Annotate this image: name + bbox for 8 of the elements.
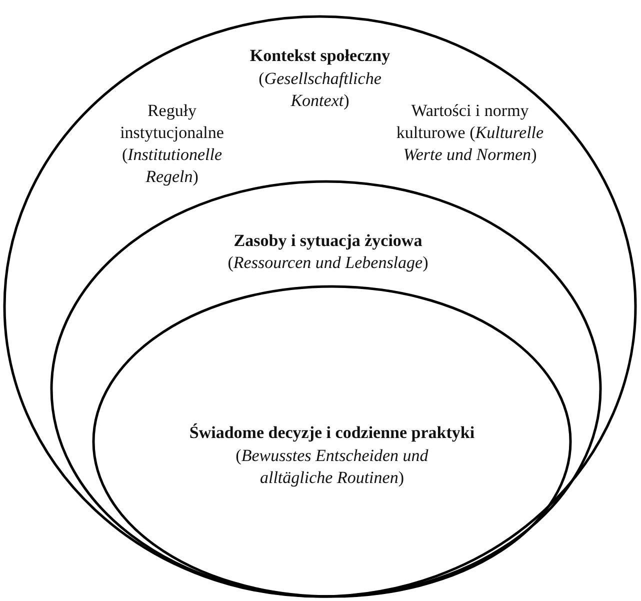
subtitle: (Ressourcen und Lebenslage) (226, 252, 430, 274)
heading: Zasoby i sytuacja życiowa (232, 230, 424, 252)
heading: Kontekst społeczny (248, 45, 392, 67)
subtitle: (Bewusstes Entscheiden und alltägliche Routinen) (234, 445, 430, 489)
heading: Świadome decyzje i codzienne praktyki (188, 422, 476, 444)
subtitle: (Gesellschaftliche Kontext) (258, 68, 382, 112)
label-text: Wartości i normy kulturowe (Kulturelle Werte und Normen) (395, 100, 545, 166)
label-text: Reguły instytucjonalne (Institutionelle Regeln) (119, 100, 225, 188)
